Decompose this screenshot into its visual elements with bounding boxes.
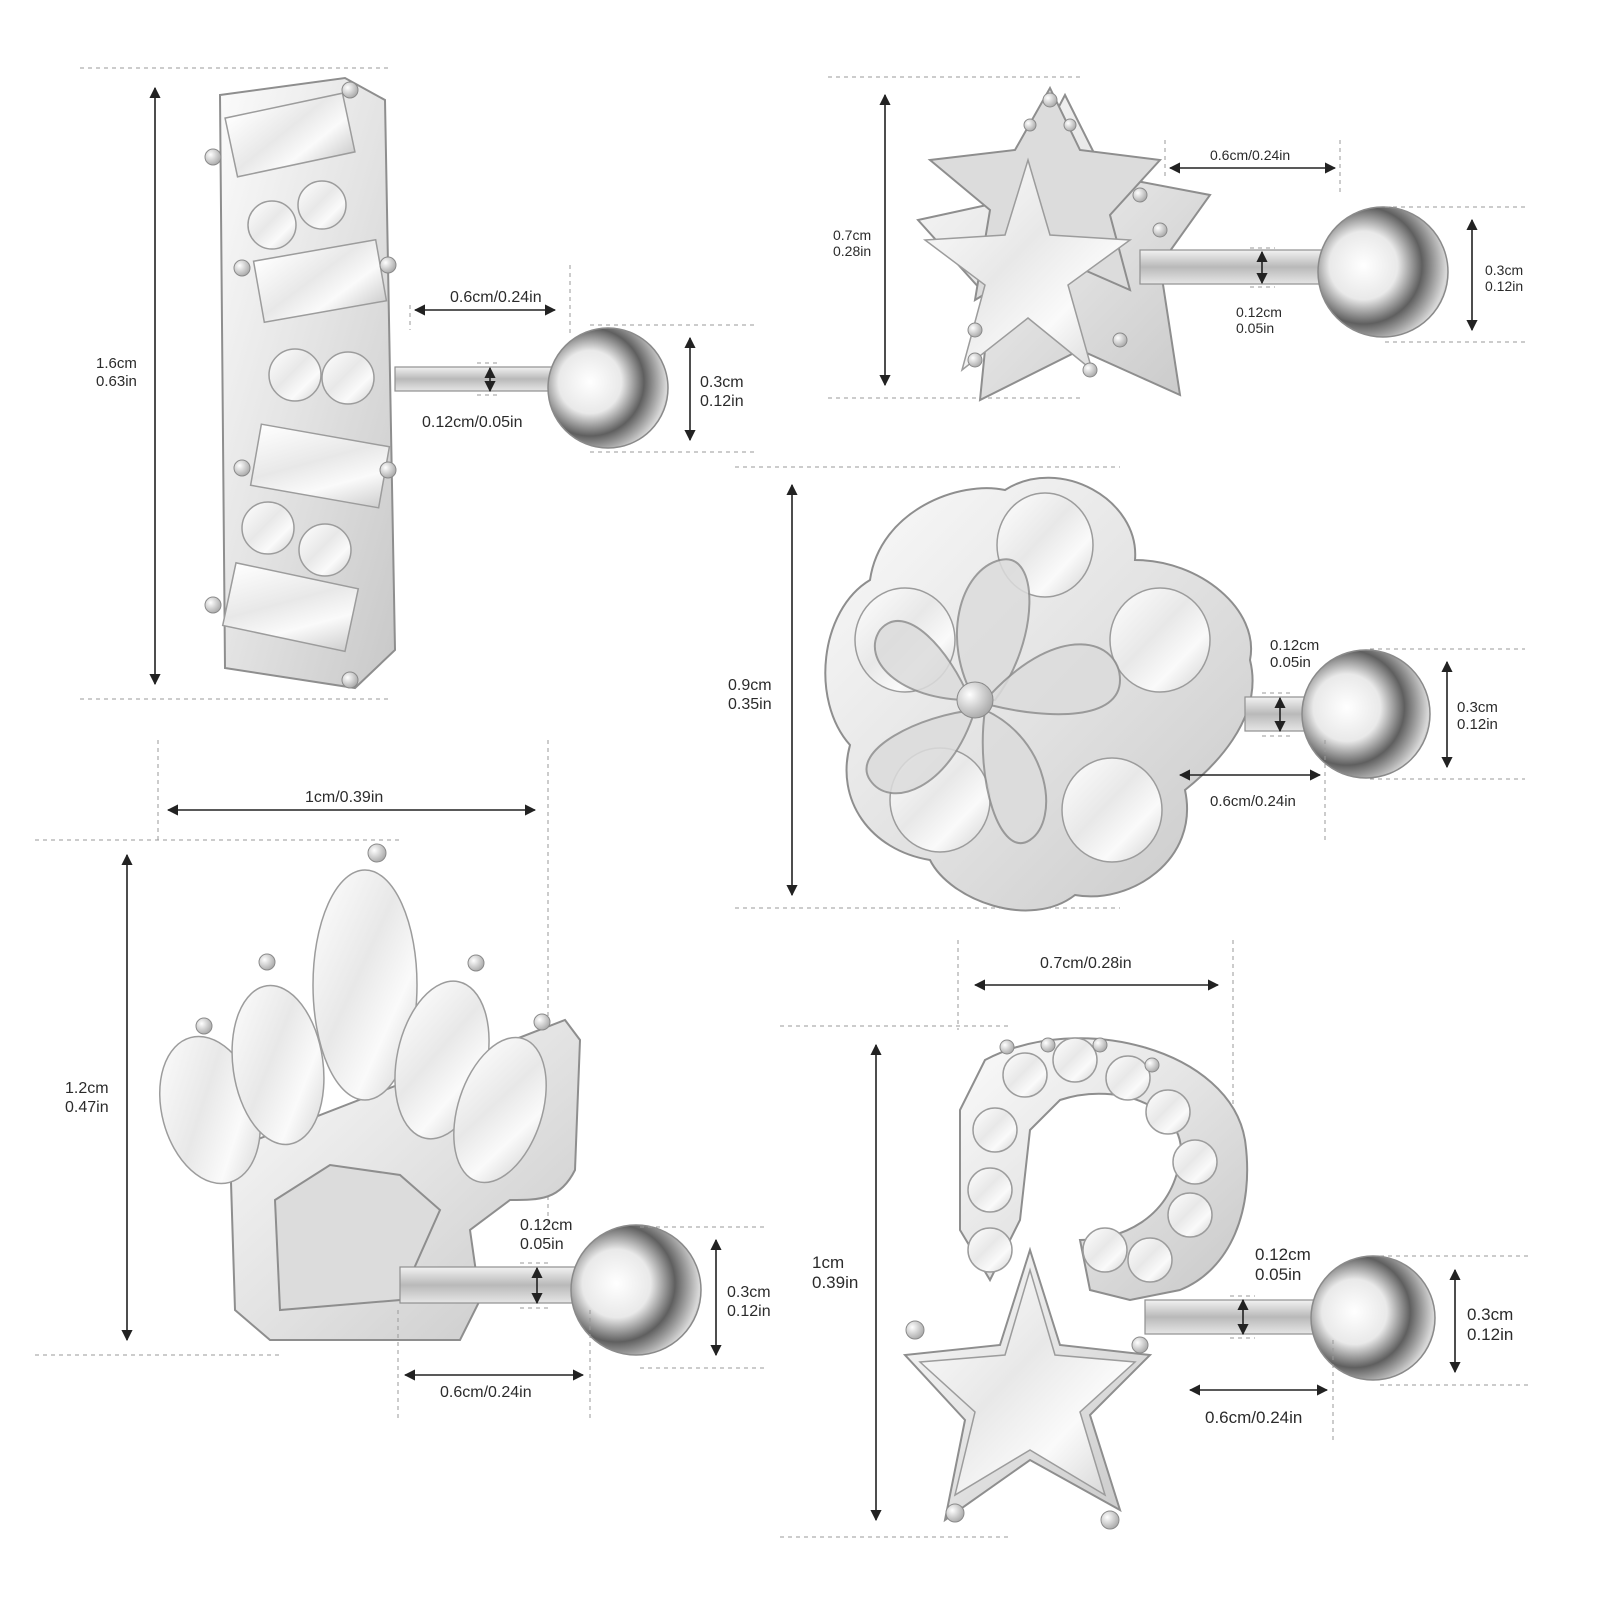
bar-length-label: 0.6cm/0.24in	[440, 1384, 532, 1401]
height-label-in: 0.63in	[96, 373, 137, 390]
height-label-cm: 1cm	[812, 1253, 844, 1272]
bar-thickness-label: 0.12cm/0.05in	[422, 414, 523, 431]
height-label-in: 0.47in	[65, 1099, 109, 1116]
bar-thickness-label-cm: 0.12cm	[1255, 1245, 1311, 1264]
earring-crown: 1cm/0.39in 1.2cm 0.47in 0.12cm 0.05in 0.…	[35, 740, 771, 1420]
height-label-in: 0.28in	[833, 243, 871, 259]
ball-label-cm: 0.3cm	[1457, 699, 1498, 716]
flower-setting	[824, 476, 1254, 912]
barbell-ball	[1310, 1255, 1436, 1381]
moon-star-setting	[902, 1037, 1249, 1530]
bar-thickness-label-cm: 0.12cm	[1270, 637, 1319, 654]
bar-thickness-label-in: 0.05in	[1236, 320, 1274, 336]
height-label-cm: 1.2cm	[65, 1080, 109, 1097]
width-label: 0.7cm/0.28in	[1040, 955, 1132, 972]
bar-length-label: 0.6cm/0.24in	[450, 289, 542, 306]
earring-bar-baguette: 1.6cm 0.63in 0.6cm/0.24in 0.12cm/0.05in	[80, 67, 755, 700]
width-label: 1cm/0.39in	[305, 789, 383, 806]
earring-double-star: 0.7cm 0.28in 0.6cm/0.24in 0.12cm 0.05in …	[828, 76, 1525, 402]
height-label-cm: 0.9cm	[728, 677, 772, 694]
ball-label-cm: 0.3cm	[727, 1284, 771, 1301]
bar-thickness-label-cm: 0.12cm	[520, 1217, 572, 1234]
barbell-ball	[1301, 649, 1431, 779]
double-star-setting	[916, 85, 1212, 402]
height-label-cm: 1.6cm	[96, 355, 137, 372]
baguette-bar-setting	[204, 76, 397, 690]
barbell-ball	[547, 327, 669, 449]
bar-thickness-label-in: 0.05in	[1270, 654, 1311, 671]
ball-label-in: 0.12in	[700, 393, 744, 410]
ball-label-cm: 0.3cm	[700, 374, 744, 391]
earring-flower: 0.9cm 0.35in 0.12cm 0.05in 0.3cm 0.12in	[728, 466, 1525, 912]
ball-label-in: 0.12in	[1457, 716, 1498, 733]
barbell-ball	[1317, 206, 1449, 338]
height-label-in: 0.35in	[728, 696, 772, 713]
earring-moon-star: 0.7cm/0.28in 1cm 0.39in 0.12cm 0.05in	[780, 940, 1530, 1538]
ball-label-in: 0.12in	[1467, 1325, 1513, 1344]
ball-label-cm: 0.3cm	[1467, 1305, 1513, 1324]
bar-thickness-label-in: 0.05in	[1255, 1265, 1301, 1284]
barbell-post	[399, 1266, 581, 1304]
barbell-post	[394, 366, 561, 392]
ball-label-in: 0.12in	[1485, 278, 1523, 294]
ball-label-cm: 0.3cm	[1485, 262, 1523, 278]
height-label-cm: 0.7cm	[833, 227, 871, 243]
bar-length-label: 0.6cm/0.24in	[1210, 147, 1290, 163]
barbell-ball	[570, 1224, 702, 1356]
bar-length-label: 0.6cm/0.24in	[1205, 1408, 1302, 1427]
bar-thickness-label-in: 0.05in	[520, 1236, 564, 1253]
ball-label-in: 0.12in	[727, 1303, 771, 1320]
barbell-post	[1139, 249, 1341, 285]
crown-setting	[158, 843, 582, 1341]
height-label-in: 0.39in	[812, 1273, 858, 1292]
bar-thickness-label-cm: 0.12cm	[1236, 304, 1282, 320]
bar-length-label: 0.6cm/0.24in	[1210, 793, 1296, 810]
